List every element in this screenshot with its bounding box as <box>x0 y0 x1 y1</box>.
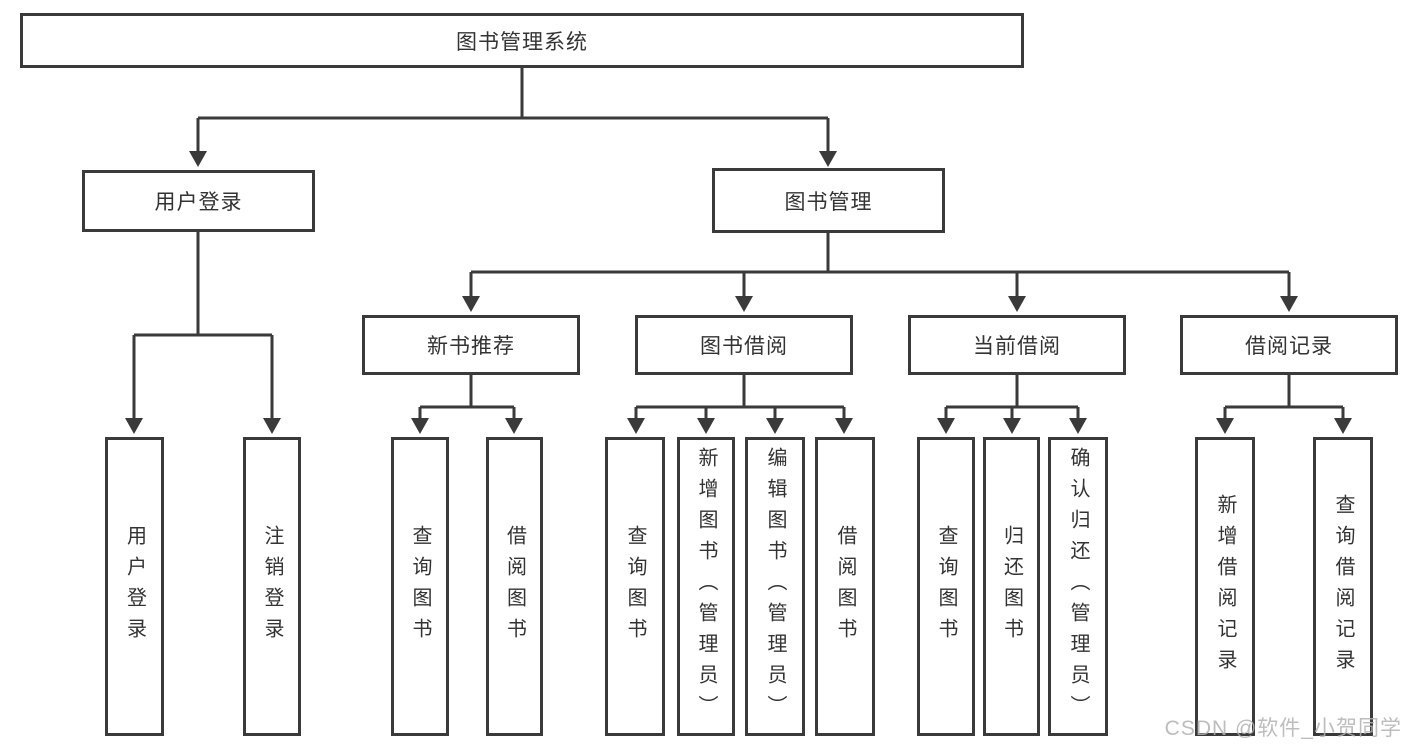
leaf-cb-query-books: 查询图书 <box>917 437 975 736</box>
node-new-book-recommend: 新书推荐 <box>362 315 580 375</box>
leaf-br-query-record: 查询借阅记录 <box>1313 437 1373 736</box>
leaf-bb-edit-books-admin-label: 编辑图书（管理员） <box>764 447 786 726</box>
node-library-system-label: 图书管理系统 <box>456 30 588 54</box>
node-book-management: 图书管理 <box>712 168 945 233</box>
leaf-user-login-label: 用户登录 <box>123 524 146 649</box>
leaf-br-add-record-label: 新增借阅记录 <box>1214 493 1236 680</box>
node-book-borrowing-label: 图书借阅 <box>700 335 788 358</box>
csdn-watermark: CSDN @软件_小贺同学 <box>1164 717 1402 740</box>
leaf-cb-confirm-return-admin: 确认归还（管理员） <box>1048 437 1108 736</box>
leaf-cb-return-books-label: 归还图书 <box>1000 524 1023 649</box>
node-new-book-recommend-label: 新书推荐 <box>427 335 515 358</box>
leaf-bb-add-books-admin-label: 新增图书（管理员） <box>695 447 717 726</box>
leaf-cb-query-books-label: 查询图书 <box>935 524 957 649</box>
leaf-bb-query-books: 查询图书 <box>605 437 665 736</box>
leaf-bb-borrow-books-label: 借阅图书 <box>834 524 856 649</box>
leaf-rec-query-books-label: 查询图书 <box>409 524 431 649</box>
leaf-br-add-record: 新增借阅记录 <box>1195 437 1255 736</box>
leaf-bb-edit-books-admin: 编辑图书（管理员） <box>745 437 805 736</box>
node-book-borrowing: 图书借阅 <box>635 315 853 375</box>
leaf-bb-borrow-books: 借阅图书 <box>815 437 875 736</box>
node-current-borrowing-label: 当前借阅 <box>973 335 1061 358</box>
leaf-bb-query-books-label: 查询图书 <box>624 524 646 649</box>
leaf-bb-add-books-admin: 新增图书（管理员） <box>677 437 735 736</box>
leaf-br-query-record-label: 查询借阅记录 <box>1332 493 1354 680</box>
leaf-cb-confirm-return-admin-label: 确认归还（管理员） <box>1067 447 1089 726</box>
node-user-login: 用户登录 <box>82 170 315 232</box>
node-borrowing-records-label: 借阅记录 <box>1245 335 1333 358</box>
leaf-logout-login: 注销登录 <box>243 437 301 736</box>
leaf-user-login: 用户登录 <box>105 437 164 736</box>
leaf-rec-query-books: 查询图书 <box>391 437 449 736</box>
node-user-login-label: 用户登录 <box>154 191 243 214</box>
node-library-system: 图书管理系统 <box>20 13 1024 68</box>
leaf-rec-borrow-books: 借阅图书 <box>486 437 543 736</box>
node-current-borrowing: 当前借阅 <box>908 315 1126 375</box>
leaf-rec-borrow-books-label: 借阅图书 <box>503 524 526 649</box>
node-book-management-label: 图书管理 <box>784 190 873 214</box>
node-borrowing-records: 借阅记录 <box>1180 315 1398 375</box>
leaf-cb-return-books: 归还图书 <box>983 437 1040 736</box>
leaf-logout-login-label: 注销登录 <box>261 524 283 649</box>
